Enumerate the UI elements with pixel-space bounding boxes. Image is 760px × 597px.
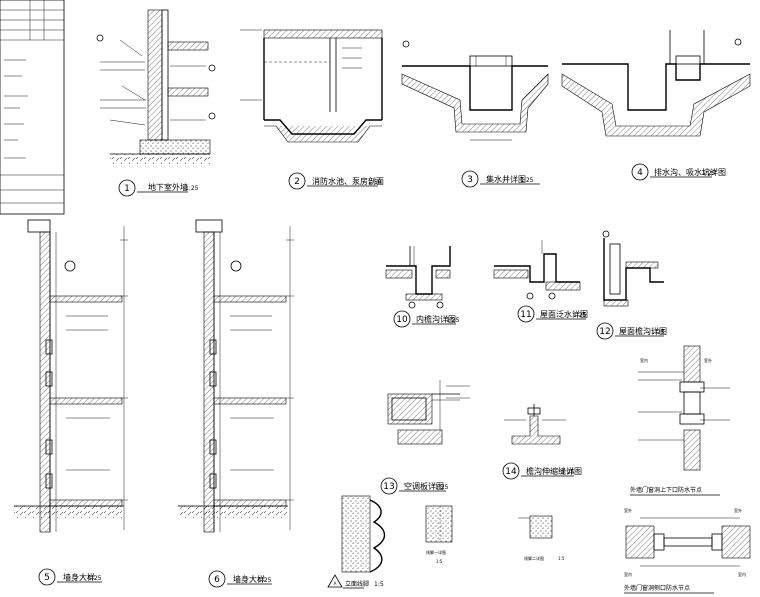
detail-1-caption: 1 地下室外墙 1:25 (118, 179, 199, 197)
detail-12-title: 屋面檐沟详图 (619, 326, 667, 336)
detail-2-caption: 2 消防水池、泵房剖面 1:50 (288, 172, 384, 190)
detail-12-number: 12 (599, 327, 610, 337)
line-detail-2: 线脚二详图 (524, 555, 544, 561)
door-top-title: 外墙门窗洞上下口防水节点 (630, 486, 702, 494)
line-detail-2-scale: 1:5 (558, 556, 565, 561)
door-side-caption: 外墙门窗洞侧口防水节点 (624, 584, 714, 594)
detail-1-drawing (96, 9, 216, 164)
detail-5-number: 5 (44, 573, 50, 583)
room-in-label: 室内 (640, 357, 648, 363)
detail-4-title: 排水沟、吸水坑详图 (654, 167, 726, 177)
detail-11-marker (517, 305, 535, 323)
detail-a-caption: A 立面线脚 1:5 线脚一详图 1:5 线脚二详图 1:5 (327, 549, 565, 589)
room-out-label: 室外 (704, 357, 712, 363)
detail-6-number: 6 (214, 575, 220, 585)
detail-2-title: 消防水池、泵房剖面 (312, 176, 384, 186)
title-block (0, 0, 65, 215)
detail-5-caption: 5 墙身大样 1:25 (38, 568, 102, 586)
detail-10-caption: 10 内檐沟详图 1:25 (393, 310, 460, 328)
detail-11-number: 11 (520, 310, 531, 320)
detail-11-title: 屋面泛水详图 (540, 309, 588, 319)
detail-11-scale: 1:25 (573, 312, 587, 319)
door-top-node-drawing: 室内 室外 (638, 345, 730, 471)
detail-13-title: 空调板详图 (404, 481, 444, 491)
detail-13-number: 13 (383, 482, 394, 492)
detail-6-scale: 1:25 (258, 577, 272, 584)
detail-4-scale: 1:25 (702, 170, 716, 177)
detail-3-drawing (401, 40, 549, 141)
side-room-out-label: 室外 (624, 507, 632, 513)
detail-14-marker (502, 462, 520, 480)
line-detail-1-scale: 1:5 (436, 559, 443, 564)
detail-10-drawing (385, 246, 451, 309)
detail-12-caption: 12 屋面檐沟详图 1:25 (596, 322, 667, 340)
detail-a-marker (327, 574, 343, 588)
detail-10-title: 内檐沟详图 (416, 314, 456, 324)
detail-3-scale: 1:25 (520, 177, 534, 184)
detail-10-number: 10 (396, 315, 408, 325)
detail-3-title: 集水井详图 (486, 174, 526, 184)
detail-1-number: 1 (124, 184, 130, 194)
detail-10-scale: 1:25 (446, 317, 460, 324)
detail-6-drawing (178, 219, 294, 533)
detail-14-scale: 1:25 (561, 469, 575, 476)
detail-14-caption: 14 檐沟伸缩缝详图 1:25 (502, 462, 582, 480)
detail-14-number: 14 (505, 467, 517, 477)
detail-4-marker (631, 163, 649, 181)
door-side-node-drawing: 室外 室外 室内 室内 (624, 507, 751, 577)
detail-5-drawing (14, 219, 128, 533)
detail-2-drawing (240, 29, 383, 143)
line-detail-1: 线脚一详图 (426, 549, 446, 555)
door-side-title: 外墙门窗洞侧口防水节点 (624, 584, 690, 592)
detail-13-scale: 1:25 (435, 484, 449, 491)
detail-11-caption: 11 屋面泛水详图 1:25 (517, 305, 588, 323)
detail-2-scale: 1:50 (368, 179, 382, 186)
door-top-caption: 外墙门窗洞上下口防水节点 (630, 486, 720, 496)
detail-6-caption: 6 墙身大样 1:25 (208, 570, 272, 588)
detail-5-marker (38, 568, 56, 586)
detail-5-title: 墙身大样 (63, 572, 95, 582)
detail-13-caption: 13 空调板详图 1:25 (380, 477, 449, 495)
detail-4-caption: 4 排水沟、吸水坑详图 1:25 (631, 163, 726, 181)
detail-3-number: 3 (467, 175, 473, 185)
detail-12-marker (596, 322, 614, 340)
detail-4-number: 4 (637, 168, 643, 178)
detail-6-marker (208, 570, 226, 588)
detail-3-caption: 3 集水井详图 1:25 (461, 170, 540, 188)
side-room-in-label: 室内 (624, 571, 632, 577)
detail-4-drawing (561, 30, 751, 137)
detail-3-marker (461, 170, 479, 188)
detail-14-title: 檐沟伸缩缝详图 (526, 466, 582, 476)
detail-14-drawing (504, 404, 566, 445)
detail-2-marker (288, 172, 306, 190)
side-room-in-label-2: 室内 (738, 571, 746, 577)
detail-a-drawing (341, 495, 553, 573)
detail-12-drawing (602, 230, 664, 307)
detail-6-title: 墙身大样 (233, 574, 265, 584)
detail-12-scale: 1:25 (651, 329, 665, 336)
detail-13-marker (380, 477, 398, 495)
detail-a-scale: 1:5 (374, 581, 384, 588)
detail-1-scale: 1:25 (185, 185, 199, 192)
detail-10-marker (393, 310, 411, 328)
detail-a-number: A (334, 581, 337, 586)
detail-1-marker (118, 179, 136, 197)
detail-a-title: 立面线脚 (345, 580, 369, 588)
detail-5-scale: 1:25 (88, 575, 102, 582)
detail-11-drawing (493, 240, 581, 300)
detail-1-title: 地下室外墙 (148, 182, 188, 192)
detail-13-drawing (387, 380, 470, 445)
detail-2-number: 2 (294, 177, 300, 187)
side-room-out-label-2: 室外 (734, 507, 742, 513)
